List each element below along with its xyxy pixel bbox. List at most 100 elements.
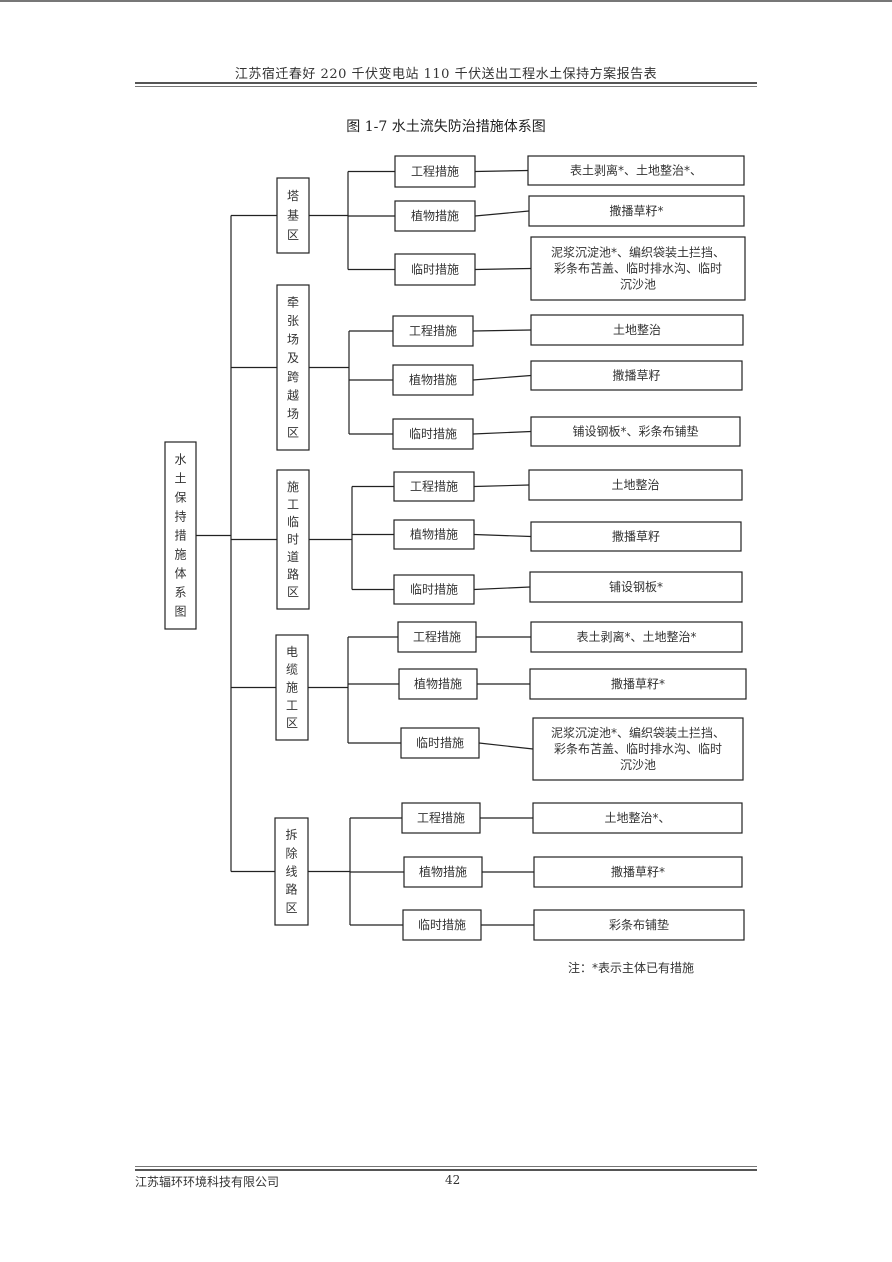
detail-box <box>530 360 743 391</box>
zone-label-char: 除 <box>285 845 297 860</box>
detail-label: 土地整治 <box>613 322 661 337</box>
category-label: 临时措施 <box>418 918 466 932</box>
footer-rule <box>135 1169 757 1171</box>
zone-label-char: 越 <box>287 388 299 402</box>
zone-label-char: 临 <box>287 515 299 529</box>
category-label: 工程措施 <box>409 323 457 338</box>
zone-label-char: 电 <box>286 645 298 659</box>
root-label-char: 水 <box>174 453 186 467</box>
detail-box <box>529 668 747 700</box>
zone-label-char: 场 <box>287 407 299 421</box>
detail-label: 表土剥离*、土地整治* <box>576 629 696 644</box>
root-box <box>164 441 197 630</box>
category-box <box>394 253 476 286</box>
detail-label: 撒播草籽 <box>612 529 660 544</box>
header-rule <box>135 82 757 84</box>
footer-rule-thin <box>135 1166 757 1167</box>
detail-box <box>530 521 742 552</box>
category-box <box>392 364 474 396</box>
detail-label: 铺设钢板* <box>609 580 663 594</box>
root-label-char: 措 <box>174 529 186 543</box>
zone-label-char: 张 <box>287 314 299 328</box>
detail-connector <box>473 586 531 591</box>
detail-label: 彩条布铺垫 <box>609 917 669 932</box>
detail-connector <box>474 267 532 271</box>
detail-label: 沉沙池 <box>620 278 656 292</box>
zone-box <box>276 284 310 451</box>
zone-box <box>274 817 309 926</box>
detail-box <box>529 571 743 603</box>
detail-box <box>530 314 744 346</box>
detail-box <box>530 416 741 447</box>
zone-label-char: 跨 <box>287 370 299 384</box>
detail-connector <box>474 169 529 173</box>
root-label-char: 施 <box>174 548 186 562</box>
category-label: 植物措施 <box>414 676 462 691</box>
figure-title: 图 1-7 水土流失防治措施体系图 <box>346 119 546 135</box>
root-label-char: 土 <box>174 472 186 486</box>
detail-box <box>527 155 745 186</box>
zone-label-char: 及 <box>287 351 299 365</box>
category-box <box>394 200 476 232</box>
detail-box <box>530 236 746 301</box>
category-label: 临时措施 <box>409 427 457 441</box>
category-box <box>393 519 475 550</box>
detail-label: 泥浆沉淀池*、编织袋装土拦挡、 <box>551 725 725 740</box>
zone-label-char: 工 <box>287 497 299 511</box>
category-label: 工程措施 <box>411 164 459 179</box>
detail-connector <box>474 210 530 217</box>
category-box <box>402 909 482 941</box>
root-label-char: 图 <box>174 605 186 619</box>
zone-label-char: 施 <box>286 681 298 695</box>
category-label: 植物措施 <box>419 864 467 879</box>
running-header: 江苏宿迁春好 220 千伏变电站 110 千伏送出工程水土保持方案报告表 <box>234 67 658 82</box>
category-box <box>393 574 475 605</box>
category-label: 临时措施 <box>416 736 464 750</box>
detail-box <box>530 621 743 653</box>
zone-label-char: 路 <box>287 567 299 582</box>
root-label-char: 体 <box>174 567 186 581</box>
category-box <box>400 727 480 759</box>
root-label-char: 系 <box>174 586 186 600</box>
zone-label-char: 区 <box>287 585 299 599</box>
detail-connector <box>473 533 532 538</box>
category-label: 植物措施 <box>410 527 458 542</box>
zone-label-char: 线 <box>285 865 297 879</box>
detail-box <box>532 717 744 781</box>
zone-label-char: 区 <box>286 716 298 730</box>
detail-box <box>533 856 743 888</box>
detail-box <box>533 909 745 941</box>
zone-label-char: 基 <box>287 209 299 223</box>
page-top-border <box>0 0 892 2</box>
footer-company: 江苏辐环环境科技有限公司 <box>135 1175 280 1189</box>
zone-box <box>276 469 310 610</box>
detail-box <box>532 802 743 834</box>
category-label: 植物措施 <box>409 372 457 387</box>
zone-label-char: 道 <box>287 550 299 564</box>
page-number: 42 <box>445 1173 461 1187</box>
detail-label: 泥浆沉淀池*、编织袋装土拦挡、 <box>551 245 725 260</box>
zone-label-char: 塔 <box>287 189 299 203</box>
detail-label: 彩条布苫盖、临时排水沟、临时 <box>554 262 722 276</box>
zone-label-char: 区 <box>287 228 299 242</box>
detail-box <box>528 195 745 227</box>
category-box <box>394 155 476 188</box>
detail-label: 撒播草籽* <box>611 676 665 691</box>
category-box <box>392 418 474 450</box>
zone-label-char: 拆 <box>285 827 297 842</box>
zone-label-char: 牵 <box>287 295 299 309</box>
category-label: 临时措施 <box>410 583 458 597</box>
zone-box <box>275 634 309 741</box>
zone-label-char: 施 <box>287 480 299 494</box>
detail-connector <box>472 374 532 381</box>
detail-box <box>528 469 743 501</box>
category-box <box>401 802 481 834</box>
root-label-char: 持 <box>174 509 186 524</box>
detail-label: 土地整治 <box>611 477 659 492</box>
detail-label: 撒播草籽 <box>612 368 660 383</box>
category-box <box>393 471 475 502</box>
category-label: 工程措施 <box>417 810 465 825</box>
diagram-note: 注：*表示主体已有措施 <box>568 961 695 975</box>
zone-label-char: 时 <box>287 533 299 547</box>
